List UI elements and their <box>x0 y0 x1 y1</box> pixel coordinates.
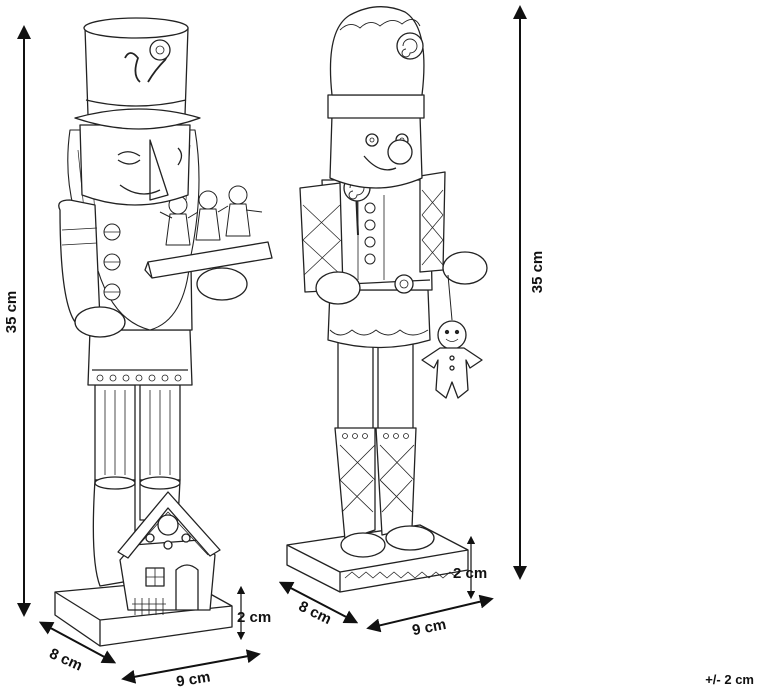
left-depth-label: 8 cm <box>47 645 85 674</box>
right-width-arrow <box>366 594 494 633</box>
tolerance-note: +/- 2 cm <box>705 672 754 687</box>
dimension-lines <box>17 4 527 684</box>
right-hat <box>329 6 425 96</box>
left-depth-arrow <box>38 621 117 664</box>
right-depth-arrow <box>278 581 359 624</box>
right-height-label: 35 cm <box>529 251 546 294</box>
right-base-height-label: 2 cm <box>453 565 487 582</box>
left-base-height-label: 2 cm <box>237 609 271 626</box>
right-depth-label: 8 cm <box>296 598 334 628</box>
left-nutcracker <box>54 17 273 647</box>
left-gingerbread-house <box>117 491 221 615</box>
left-height-label: 35 cm <box>3 291 20 334</box>
right-hanging-gingerbread-man <box>421 320 483 399</box>
left-gingerbread-tray <box>147 241 273 279</box>
left-width-arrow <box>121 649 261 684</box>
left-width-label: 9 cm <box>175 668 211 690</box>
right-nutcracker <box>286 6 488 593</box>
right-width-label: 9 cm <box>411 616 448 639</box>
left-gingerbread-men <box>159 185 263 246</box>
